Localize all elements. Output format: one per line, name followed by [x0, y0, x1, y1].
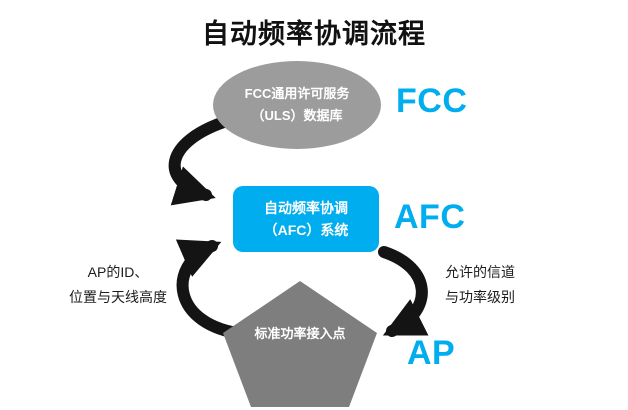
- annotation-ap-to-afc: AP的ID、 位置与天线高度: [44, 260, 192, 309]
- annotation-afc-to-ap-line2: 与功率级别: [445, 288, 515, 305]
- fcc-database-line1: FCC通用许可服务: [244, 85, 350, 101]
- afc-system-line2: （AFC）系统: [263, 222, 349, 238]
- ap-label: AP: [407, 334, 456, 372]
- fcc-database-line2: （ULS）数据库: [251, 108, 343, 123]
- fcc-label: FCC: [396, 82, 468, 120]
- page-title: 自动频率协调流程: [202, 19, 426, 49]
- annotation-afc-to-ap: 允许的信道 与功率级别: [428, 260, 532, 309]
- fcc-database-node: FCC通用许可服务 （ULS）数据库: [213, 61, 381, 149]
- annotation-afc-to-ap-line1: 允许的信道: [445, 264, 515, 280]
- afc-system-node: 自动频率协调 （AFC）系统: [233, 186, 379, 252]
- arrow-fcc-to-afc: [168, 116, 230, 206]
- afc-label: AFC: [394, 198, 466, 236]
- annotation-ap-to-afc-line1: AP的ID、: [87, 264, 149, 280]
- ap-pentagon-shape: [223, 281, 377, 407]
- arrow-ap-to-afc: [175, 239, 250, 340]
- ap-node-label: 标准功率接入点: [254, 326, 346, 341]
- afc-system-line1: 自动频率协调: [264, 199, 348, 216]
- arrow-afc-to-ap: [378, 246, 429, 337]
- annotation-ap-to-afc-line2: 位置与天线高度: [69, 288, 167, 305]
